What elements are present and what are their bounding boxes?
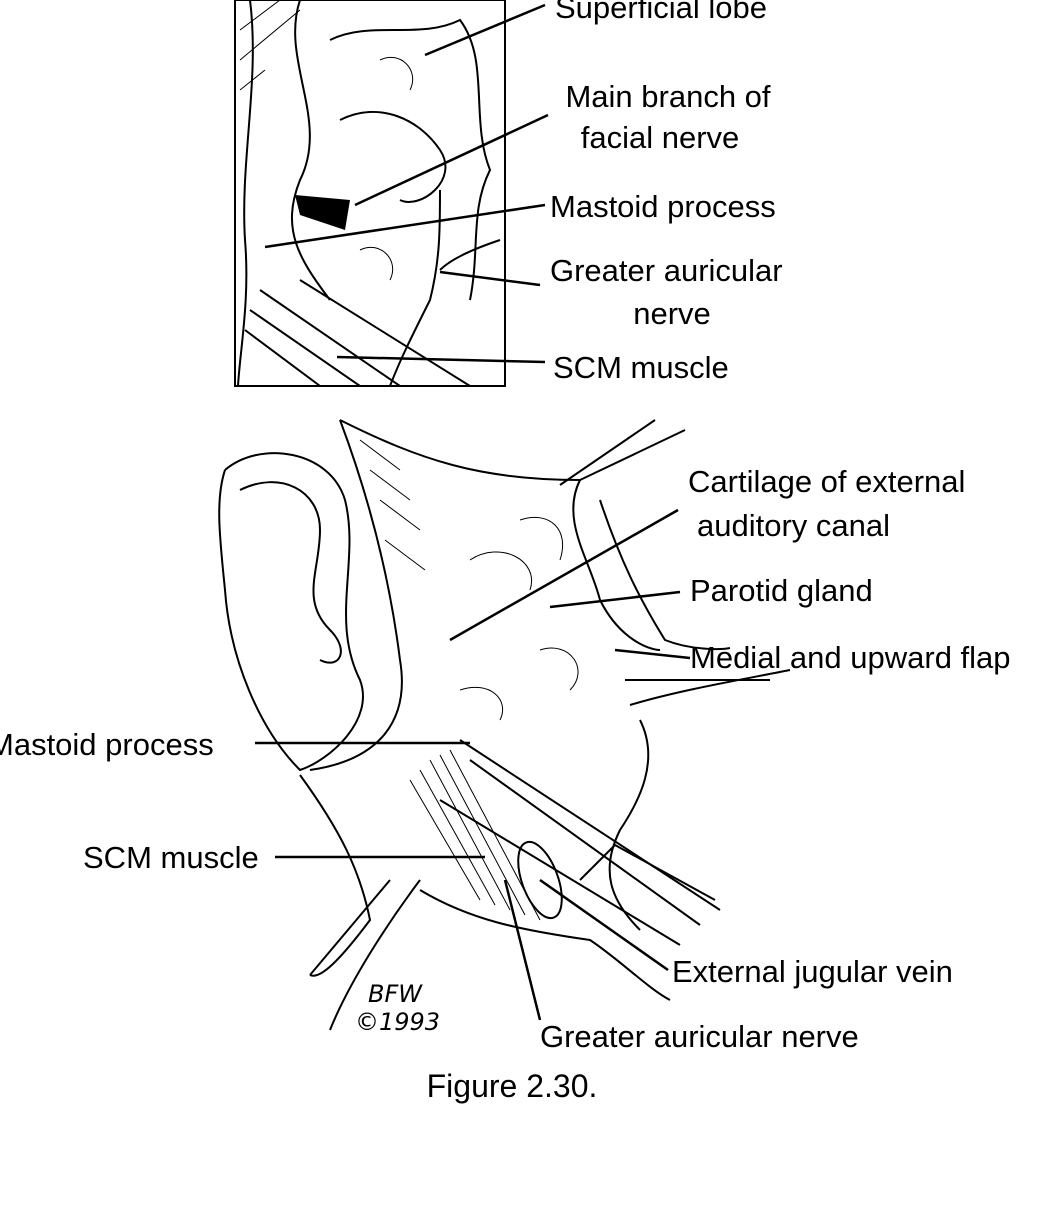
label-cartilage-line1: Cartilage of external: [688, 464, 965, 499]
ear: [218, 452, 364, 772]
figure-caption: Figure 2.30.: [427, 1068, 598, 1104]
label-superficial-lobe: Superficial lobe: [555, 0, 767, 25]
main-drawing: [218, 419, 791, 1031]
label-greater-auricular-nerve: Greater auricular nerve: [540, 1019, 859, 1054]
label-scm-muscle-inset: SCM muscle: [553, 350, 729, 385]
label-medial-flap: Medial and upward flap: [690, 640, 1011, 675]
label-parotid-gland: Parotid gland: [690, 573, 873, 608]
label-external-jugular-vein: External jugular vein: [672, 954, 953, 989]
label-mastoid-process-inset: Mastoid process: [550, 189, 776, 224]
label-scm-muscle: SCM muscle: [83, 840, 259, 875]
label-greater-auricular-line2: nerve: [633, 296, 711, 331]
label-main-branch-line1: Main branch of: [565, 79, 770, 114]
artist-year: ©1993: [355, 1008, 440, 1036]
label-mastoid-process: Mastoid process: [0, 727, 214, 762]
artist-initials: BFW: [368, 980, 423, 1008]
label-cartilage-line2: auditory canal: [697, 508, 890, 543]
leader-lines: [255, 3, 691, 1021]
label-greater-auricular-line1: Greater auricular: [550, 253, 783, 288]
inset-drawing: [234, 0, 506, 387]
label-main-branch-line2: facial nerve: [581, 120, 740, 155]
